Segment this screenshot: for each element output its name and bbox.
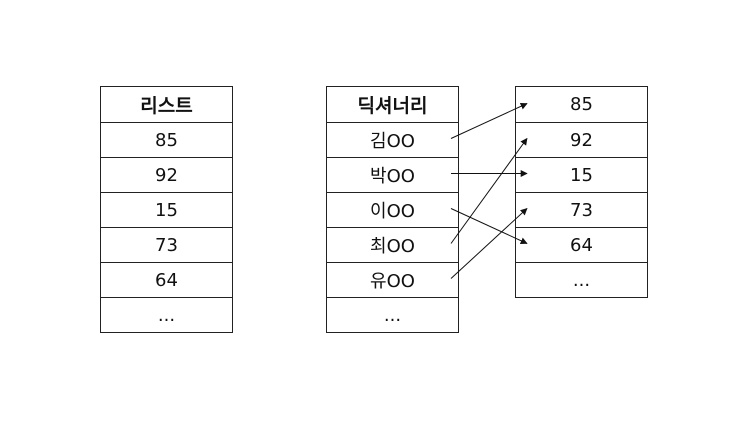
- list-item: 73: [101, 227, 232, 262]
- dictionary-values-table: 85 92 15 73 64 ...: [515, 86, 648, 298]
- list-item: 15: [101, 192, 232, 227]
- list-item: 92: [101, 157, 232, 192]
- dictionary-header: 딕셔너리: [357, 95, 428, 117]
- dictionary-key: 김OO: [327, 122, 458, 157]
- dictionary-value: 15: [516, 157, 647, 192]
- dictionary-key: 최OO: [327, 227, 458, 262]
- list-table: 리스트 85 92 15 73 64 ...: [100, 86, 233, 333]
- list-item: ...: [101, 297, 232, 332]
- dictionary-table: 딕셔너리 김OO 박OO 이OO 최OO 유OO ...: [326, 86, 459, 333]
- dictionary-key: 유OO: [327, 262, 458, 297]
- dictionary-key: 이OO: [327, 192, 458, 227]
- dictionary-value: 92: [516, 122, 647, 157]
- dictionary-value: ...: [516, 262, 647, 297]
- dictionary-key: ...: [327, 297, 458, 332]
- dictionary-value: 64: [516, 227, 647, 262]
- list-item: 64: [101, 262, 232, 297]
- dictionary-value: 85: [570, 94, 593, 115]
- list-item: 85: [101, 122, 232, 157]
- dictionary-key: 박OO: [327, 157, 458, 192]
- list-header: 리스트: [140, 95, 193, 117]
- dictionary-value: 73: [516, 192, 647, 227]
